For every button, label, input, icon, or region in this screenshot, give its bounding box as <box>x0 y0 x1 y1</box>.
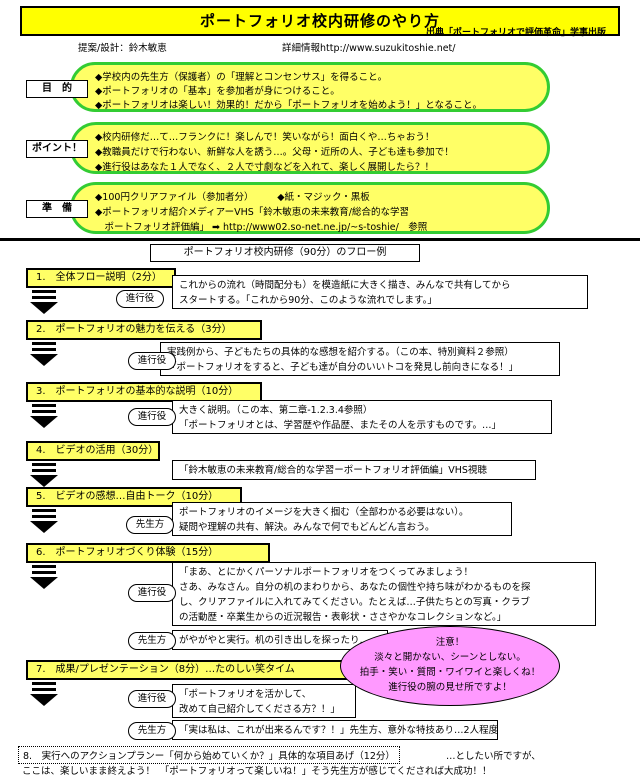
step-1-label: 1. 全体フロー説明（2分） <box>26 268 176 288</box>
prep-line-1: ◆100円クリアファイル（参加者分） ◆紙・マジック・黒板 <box>95 192 370 203</box>
step-3-text-2: 「ポートフォリオとは、学習歴や作品歴、またその人を示すものです。…」 <box>179 420 502 431</box>
page-title: ポートフォリオ校内研修のやり方 <box>199 12 440 30</box>
purpose-line-1: ◆学校内の先生方（保護者）の「理解とコンセンサス」を得ること。 <box>95 72 388 83</box>
prep-line-2: ◆ポートフォリオ紹介メディアーVHS「鈴木敏恵の未来教育/総合的な学習 <box>95 207 409 218</box>
step-6-teacher-text: がやがやと実行。机の引き出しを探ったり… <box>179 635 370 646</box>
flow-title: ポートフォリオ校内研修（90分）のフロー例 <box>150 244 420 262</box>
step-6-arrow-icon <box>24 565 64 589</box>
step-7-teacher-description: 「実は私は、これが出来るんです？！」先生方、意外な特技あり…2人程度 <box>172 720 498 740</box>
step-7-teacher-text: 「実は私は、これが出来るんです？！」先生方、意外な特技あり…2人程度 <box>179 725 498 736</box>
note-line-2: 淡々と開かない、シーンとしない。 <box>374 652 526 663</box>
step-6-label: 6. ポートフォリオづくり体験（15分） <box>26 543 270 563</box>
preparation-section: ◆100円クリアファイル（参加者分） ◆紙・マジック・黒板 ◆ポートフォリオ紹介… <box>70 182 550 234</box>
step-7-label: 7. 成果/プレゼンテーション（8分）…たのしい笑タイム <box>26 660 352 680</box>
step-1-text-1: これからの流れ（時間配分も）を模造紙に大きく描き、みんなで共有してから <box>179 280 511 291</box>
purpose-line-2: ◆ポートフォリオの「基本」を参加者が身につけること。 <box>95 86 340 97</box>
step-7-description: 「ポートフォリオを活かして、 改めて自己紹介してくださる方？！」 <box>172 684 356 718</box>
step-7-arrow-icon <box>24 682 64 706</box>
step-4-text-1: 「鈴木敏恵の未来教育/総合的な学習ーポートフォリオ評価編」VHS視聴 <box>179 465 487 476</box>
step-3-text-1: 大きく説明。（この本、第二章-1.2.3.4参照） <box>179 405 373 416</box>
step-6-text-3: し、クリアファイルに入れてみてください。たとえば…子供たちとの写真・クラブ <box>179 597 530 608</box>
points-line-2: ◆教職員だけで行わない、新鮮な人を誘う…。父母・近所の人、子ども達も参加で！ <box>95 147 454 158</box>
step-6-text-2: さあ、みなさん。自分の机のまわりから、あなたの個性や持ち味がわかるものを探 <box>179 582 531 593</box>
step-4-arrow-icon <box>24 463 64 487</box>
purpose-section: ◆学校内の先生方（保護者）の「理解とコンセンサス」を得ること。 ◆ポートフォリオ… <box>70 62 550 112</box>
step-3-arrow-icon <box>24 404 64 428</box>
caution-note: 注意！ 淡々と開かない、シーンとしない。 拍手・笑い・質問・ワイワイと楽しくね！… <box>340 626 560 706</box>
step-3-label: 3. ポートフォリオの基本的な説明（10分） <box>26 382 262 402</box>
step-1-description: これからの流れ（時間配分も）を模造紙に大きく描き、みんなで共有してから スタート… <box>172 275 588 309</box>
step-5-text-2: 疑問や理解の共有、解決。みんなで何でもどんどん言おう。 <box>179 522 435 533</box>
step-1-text-2: スタートする。「これから90分、このような流れでします。」 <box>179 295 437 306</box>
source-citation: 出典「ポートフォリオで評価革命」学事出版 <box>425 28 606 38</box>
step-2-label: 2. ポートフォリオの魅力を伝える（3分） <box>26 320 262 340</box>
step-2-arrow-icon <box>24 342 64 366</box>
closing-message: ここは、楽しいまま終えよう！ 「ポートフォリオって楽しいね！」そう先生方が感じて… <box>22 766 492 777</box>
step-5-description: ポートフォリオのイメージを大きく掴む（全部わかる必要はない）。 疑問や理解の共有… <box>172 502 512 536</box>
step-8-tail: …としたい所ですが、 <box>446 751 541 762</box>
step-8-label: 8. 実行へのアクションプランー「何から始めていくか？」具体的な項目あげ（12分… <box>18 746 400 764</box>
step-4-label: 4. ビデオの活用（30分） <box>26 441 160 461</box>
proposer-credit: 提案/設計：鈴木敏恵 <box>78 43 167 54</box>
step-6-text-1: 「まあ、とにかくパーソナルポートフォリオをつくってみましょう！ <box>179 567 474 578</box>
step-2-text-1: 実践例から、子どもたちの具体的な感想を紹介する。（この本、特別資料２参照） <box>167 347 514 358</box>
role-facilitator-2: 進行役 <box>128 352 176 370</box>
step-7-text-1: 「ポートフォリオを活かして、 <box>179 689 312 700</box>
step-4-description: 「鈴木敏恵の未来教育/総合的な学習ーポートフォリオ評価編」VHS視聴 <box>172 460 536 480</box>
step-6-description: 「まあ、とにかくパーソナルポートフォリオをつくってみましょう！ さあ、みなさん。… <box>172 562 596 626</box>
role-facilitator-5: 進行役 <box>128 690 176 708</box>
points-line-3: ◆進行役はあなた１人でなく、２人で寸劇などを入れて、楽しく展開したら？！ <box>95 162 435 173</box>
section-divider <box>0 238 640 241</box>
role-teachers-3: 先生方 <box>128 722 176 740</box>
points-section: ◆校内研修だ…て…フランクに！楽しんで！笑いながら！面白くや…ちゃおう！ ◆教職… <box>70 122 550 174</box>
step-5-text-1: ポートフォリオのイメージを大きく掴む（全部わかる必要はない）。 <box>179 507 469 518</box>
prep-line-3: ポートフォリオ評価編」 ➡ http://www02.so-net.ne.jp/… <box>95 222 428 233</box>
step-2-description: 実践例から、子どもたちの具体的な感想を紹介する。（この本、特別資料２参照） 「ポ… <box>160 342 560 376</box>
role-teachers-1: 先生方 <box>126 516 174 534</box>
points-label: ポイント！ <box>26 140 88 158</box>
step-7-text-2: 改めて自己紹介してくださる方？！」 <box>179 704 340 715</box>
note-line-4: 進行役の腕の見せ所ですよ！ <box>388 682 512 693</box>
step-5-arrow-icon <box>24 509 64 533</box>
preparation-label: 準 備 <box>26 200 88 218</box>
step-6-text-4: の活動歴・卒業生からの近況報告・表彰状・ささやかなコレクションなど。」 <box>179 612 507 623</box>
step-3-description: 大きく説明。（この本、第二章-1.2.3.4参照） 「ポートフォリオとは、学習歴… <box>172 400 552 434</box>
purpose-label: 目 的 <box>26 80 88 98</box>
note-line-1: 注意！ <box>435 637 465 648</box>
purpose-line-3: ◆ポートフォリオは楽しい！効果的！だから「ポートフォリオを始めよう！」となること… <box>95 100 483 111</box>
role-facilitator-4: 進行役 <box>128 584 176 602</box>
step-1-arrow-icon <box>24 290 64 314</box>
details-url: 詳細情報http://www.suzukitoshie.net/ <box>282 43 456 54</box>
note-line-3: 拍手・笑い・質問・ワイワイと楽しくね！ <box>359 667 541 678</box>
role-facilitator-3: 進行役 <box>128 408 176 426</box>
points-line-1: ◆校内研修だ…て…フランクに！楽しんで！笑いながら！面白くや…ちゃおう！ <box>95 132 435 143</box>
title-box: ポートフォリオ校内研修のやり方 出典「ポートフォリオで評価革命」学事出版 <box>20 6 620 38</box>
role-facilitator-1: 進行役 <box>116 290 164 308</box>
role-teachers-2: 先生方 <box>128 632 176 650</box>
step-2-text-2: 「ポートフォリオをすると、子ども達が自分のいいトコを発見し前向きになる！」 <box>167 362 519 373</box>
